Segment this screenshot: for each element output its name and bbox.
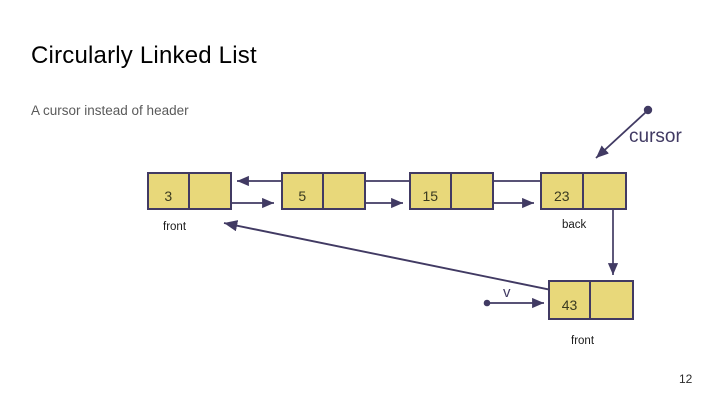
page-title: Circularly Linked List (31, 42, 257, 69)
v-label: v (503, 284, 511, 301)
pointer-v (483, 297, 544, 309)
front-label-bottom: front (571, 335, 595, 347)
list-node[interactable]: 5 (281, 172, 366, 210)
node-value: 5 (298, 188, 307, 204)
node-pointer-cell (324, 174, 365, 208)
node-value: 15 (422, 188, 439, 204)
node-pointer-cell (190, 174, 231, 208)
list-node[interactable]: 23 (540, 172, 627, 210)
node-value: 3 (164, 188, 173, 204)
node-value-cell: 43 (550, 282, 591, 318)
back-label: back (562, 219, 587, 231)
node-pointer-cell (452, 174, 493, 208)
cursor-arrow (595, 105, 653, 159)
node-value: 43 (561, 297, 578, 313)
page-number: 12 (679, 372, 693, 386)
node-value-cell: 23 (542, 174, 584, 208)
node-value-cell: 15 (411, 174, 452, 208)
page-subtitle: A cursor instead of header (31, 103, 189, 118)
list-node[interactable]: 43 (548, 280, 634, 320)
cursor-label: cursor (629, 126, 682, 147)
node-value-cell: 5 (283, 174, 324, 208)
front-label-top: front (163, 221, 187, 233)
node-pointer-cell (591, 282, 632, 318)
list-node[interactable]: 3 (147, 172, 232, 210)
node-value-cell: 3 (149, 174, 190, 208)
node-value: 23 (553, 188, 570, 204)
list-node[interactable]: 15 (409, 172, 494, 210)
node-pointer-cell (584, 174, 626, 208)
